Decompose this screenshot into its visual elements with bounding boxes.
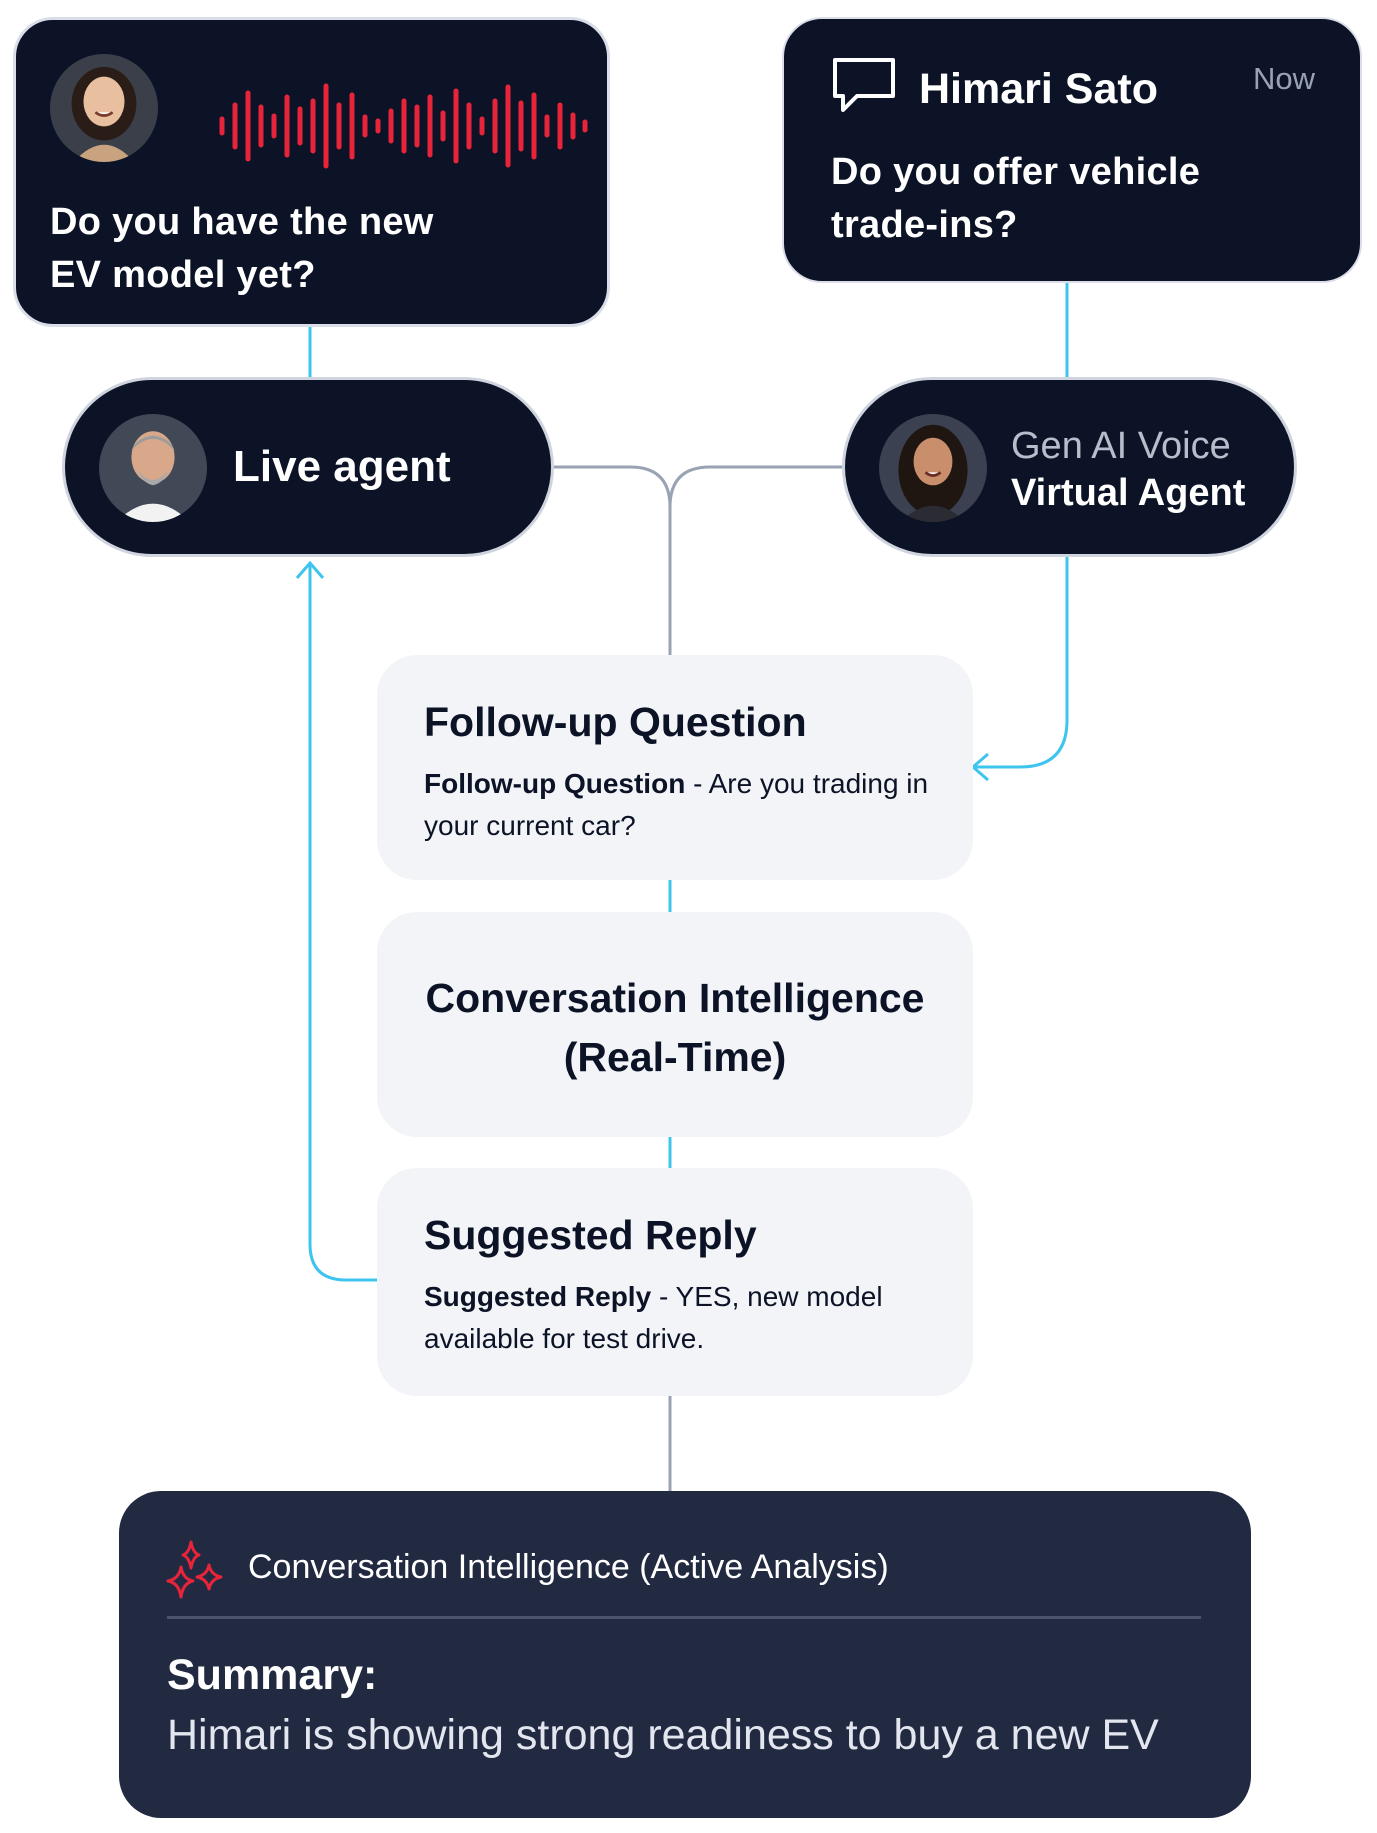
live-agent-pill: Live agent bbox=[62, 377, 554, 557]
active-analysis-summary-card: Conversation Intelligence (Active Analys… bbox=[119, 1491, 1251, 1818]
contact-name: Himari Sato bbox=[919, 65, 1158, 113]
audio-waveform-icon bbox=[219, 83, 588, 169]
follow-up-body-text: - Are you trading in your current car? bbox=[424, 768, 929, 841]
man-avatar bbox=[99, 414, 207, 522]
chat-bubble-icon bbox=[833, 58, 895, 112]
summary-label: Summary: bbox=[167, 1651, 378, 1699]
voice-call-card: Do you have the new EV model yet? bbox=[13, 17, 610, 327]
suggested-reply-title: Suggested Reply bbox=[424, 1212, 757, 1258]
virtual-agent-subtitle: Gen AI Voice bbox=[1011, 425, 1231, 467]
follow-up-body-label: Follow-up Question bbox=[424, 768, 686, 799]
ci-realtime-title: Conversation Intelligence (Real-Time) bbox=[425, 975, 925, 1080]
suggested-reply-body-text: - YES, new model available for test driv… bbox=[424, 1281, 883, 1354]
summary-text: Himari is showing strong readiness to bu… bbox=[167, 1711, 1159, 1759]
chat-message-card: Himari Sato Now Do you offer vehicle tra… bbox=[782, 17, 1362, 283]
virtual-agent-title: Virtual Agent bbox=[1011, 472, 1246, 514]
virtual-agent-pill: Gen AI Voice Virtual Agent bbox=[842, 377, 1297, 557]
live-agent-label: Live agent bbox=[233, 442, 451, 491]
woman-avatar bbox=[50, 54, 158, 162]
sparkle-icon bbox=[166, 1540, 223, 1599]
chat-question: Do you offer vehicle trade-ins? bbox=[831, 151, 1201, 246]
suggested-reply-body: Suggested Reply - YES, new model availab… bbox=[424, 1276, 944, 1360]
suggested-reply-body-label: Suggested Reply bbox=[424, 1281, 652, 1312]
suggested-reply-card: Suggested Reply Suggested Reply - YES, n… bbox=[377, 1168, 973, 1396]
follow-up-body: Follow-up Question - Are you trading in … bbox=[424, 763, 944, 847]
summary-divider bbox=[167, 1616, 1201, 1619]
voice-question: Do you have the new EV model yet? bbox=[50, 201, 434, 296]
summary-heading: Conversation Intelligence (Active Analys… bbox=[248, 1548, 889, 1586]
merge-connector bbox=[554, 465, 842, 655]
suggested-to-live-arrow bbox=[295, 560, 377, 1282]
message-timestamp: Now bbox=[1252, 61, 1315, 96]
woman-agent-avatar bbox=[879, 414, 987, 522]
follow-up-question-card: Follow-up Question Follow-up Question - … bbox=[377, 655, 973, 880]
conversation-intelligence-realtime-card: Conversation Intelligence (Real-Time) bbox=[377, 912, 973, 1137]
follow-up-title: Follow-up Question bbox=[424, 699, 807, 745]
virtual-to-followup-arrow bbox=[970, 557, 1069, 782]
